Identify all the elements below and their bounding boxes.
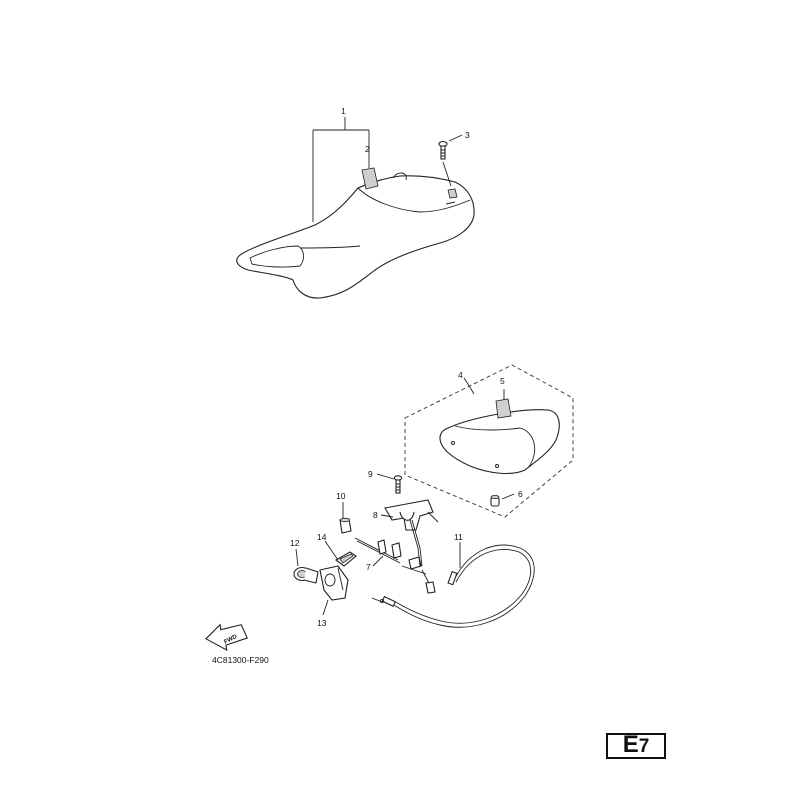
callout-11: 11: [454, 532, 463, 542]
seat-tag: [361, 167, 379, 190]
hook-bracket: [384, 499, 439, 531]
callout-3: 3: [465, 130, 470, 140]
drawing-code: 4C81300-F290: [212, 655, 269, 665]
callout-14: 14: [317, 532, 327, 542]
callout-8: 8: [373, 510, 378, 520]
callout-5: 5: [500, 376, 505, 386]
seat-bolt: [438, 140, 458, 205]
lock-lever: [335, 551, 357, 567]
bracket-bolt: [393, 475, 403, 494]
seat-damper: [490, 494, 500, 507]
callout-1: 1: [341, 106, 346, 116]
callout-6: 6: [518, 489, 523, 499]
assembly-outline-4: [404, 364, 574, 518]
callout-10: 10: [336, 491, 346, 501]
collar: [339, 517, 352, 534]
page-badge-letter: E: [622, 731, 639, 758]
callout-2: 2: [365, 144, 370, 154]
leader-lines: [295, 117, 515, 616]
fwd-arrow-icon: FWD: [205, 623, 248, 652]
page-badge-number: 7: [638, 736, 650, 757]
passenger-seat-tag: [495, 398, 512, 419]
callout-12: 12: [290, 538, 300, 548]
page-badge: E 7: [606, 733, 666, 759]
lock-cylinder: [293, 566, 319, 584]
lock-bracket: [319, 565, 349, 601]
callout-7: 7: [366, 562, 371, 572]
rider-seat: [236, 172, 475, 299]
callout-4: 4: [458, 370, 463, 380]
callout-9: 9: [368, 469, 373, 479]
lock-rod: [354, 519, 436, 594]
seat-lock-cable: [371, 544, 535, 628]
callout-13: 13: [317, 618, 327, 628]
passenger-seat: [439, 409, 560, 475]
